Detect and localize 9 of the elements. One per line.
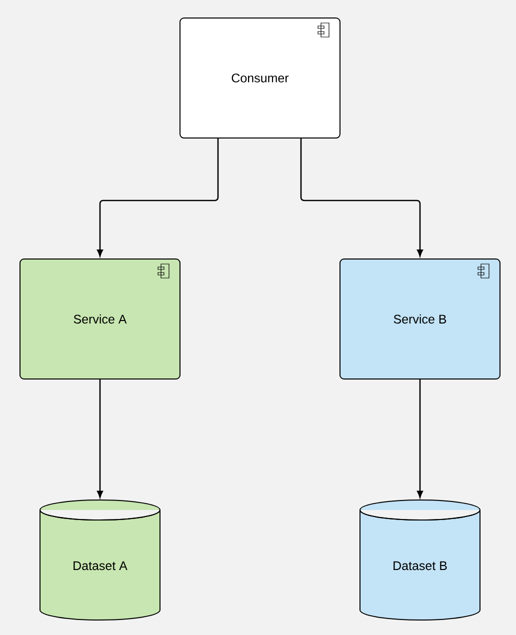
database-cylinder: Dataset A bbox=[40, 500, 160, 620]
database-cylinder: Dataset B bbox=[360, 500, 480, 620]
arrow bbox=[300, 138, 423, 257]
arrow bbox=[97, 380, 103, 498]
component-box: Consumer bbox=[180, 18, 340, 138]
arrow bbox=[97, 138, 219, 257]
component-box: Service A bbox=[20, 258, 180, 380]
arrow bbox=[417, 380, 423, 498]
component-box: Service B bbox=[340, 258, 500, 380]
